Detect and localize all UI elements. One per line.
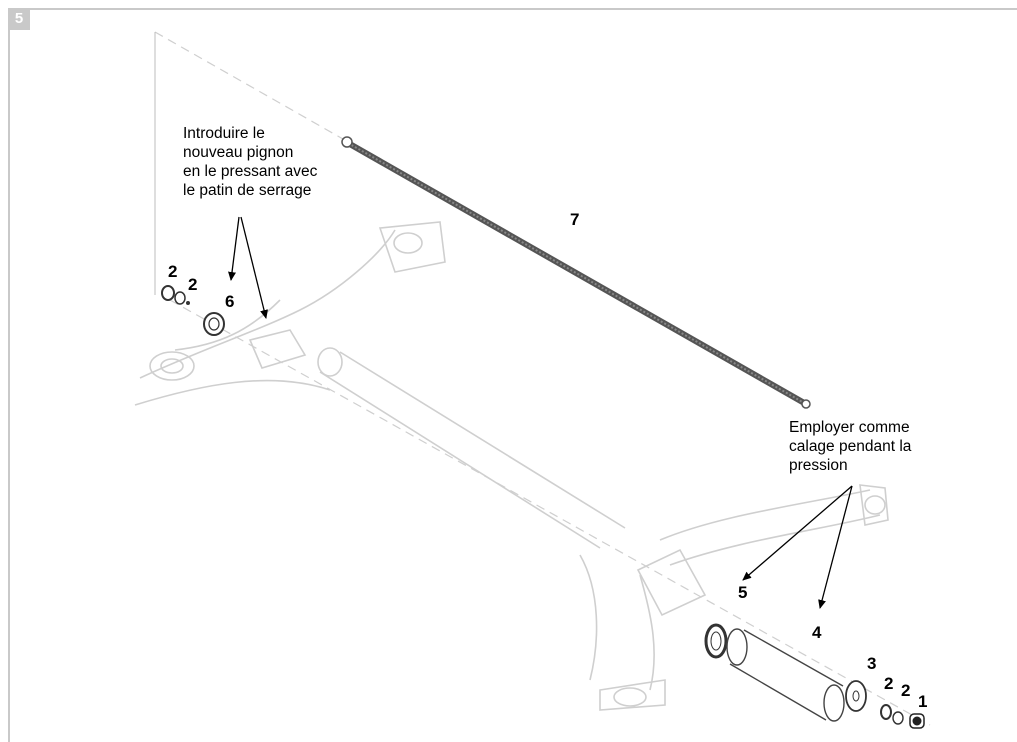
assembly-axis-line — [154, 31, 931, 726]
nut-washer-2 — [880, 704, 904, 725]
axle-beam — [134, 221, 889, 711]
diagram-frame — [8, 8, 1017, 742]
part-label-2c: 2 — [884, 674, 894, 693]
step-badge: 5 — [8, 8, 30, 30]
washer-3 — [845, 680, 867, 712]
press-tube-4 — [722, 628, 845, 722]
cap-nut-1 — [909, 713, 925, 729]
part-label-2a: 2 — [168, 262, 178, 281]
pinion-bushing — [203, 312, 225, 336]
part-label-4: 4 — [812, 623, 822, 642]
callout-spacer: Employer comme calage pendant la pressio… — [789, 419, 912, 474]
part-label-1: 1 — [918, 692, 928, 711]
part-label-7: 7 — [570, 210, 580, 229]
part-label-5: 5 — [738, 583, 748, 602]
callout-new-pinion: Introduire le nouveau pignon en le press… — [183, 125, 318, 199]
press-bushing-5 — [704, 623, 728, 659]
left-nut-washer — [161, 285, 190, 305]
part-label-2d: 2 — [901, 681, 911, 700]
threaded-rod — [341, 136, 811, 409]
callout-arrows — [228, 216, 853, 609]
part-label-2b: 2 — [188, 275, 198, 294]
part-label-6: 6 — [225, 292, 235, 311]
part-label-3: 3 — [867, 654, 877, 673]
